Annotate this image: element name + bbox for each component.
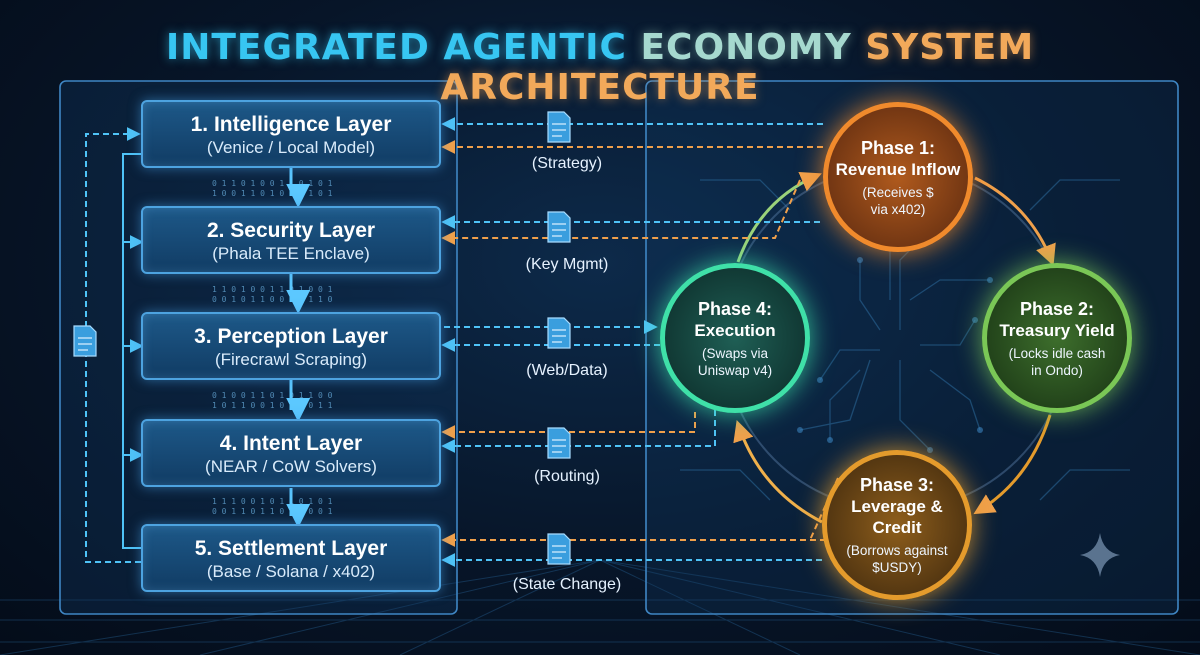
arrow-phase4-to-phase1 — [736, 172, 822, 263]
phase-name: Execution — [694, 320, 776, 340]
svg-text:0 1 1 0 1 0 0 1 1 0 1 0 1: 0 1 1 0 1 0 0 1 1 0 1 0 1 — [212, 179, 333, 188]
phase-title: Phase 4: — [697, 298, 773, 319]
perception-layer: 3. Perception Layer (Firecrawl Scraping) — [141, 312, 441, 380]
grid-floor — [0, 559, 1200, 655]
binary-stream: 0 1 1 0 1 0 0 1 1 0 1 0 1 1 0 0 1 1 0 1 … — [212, 179, 333, 516]
document-icon — [73, 111, 571, 565]
arrow-phase3-to-phase4 — [733, 420, 823, 524]
settlement-layer: 5. Settlement Layer (Base / Solana / x40… — [141, 524, 441, 592]
layer-sub: (NEAR / CoW Solvers) — [205, 457, 377, 476]
layer-sub: (Firecrawl Scraping) — [214, 350, 368, 369]
svg-text:0 1 0 0 1 1 0 1 0 1 1 0 0: 0 1 0 0 1 1 0 1 0 1 1 0 0 — [212, 391, 333, 400]
layer-name: 3. Perception Layer — [194, 325, 388, 348]
svg-text:1 0 1 1 0 0 1 0 1 0 0 1 1: 1 0 1 1 0 0 1 0 1 0 0 1 1 — [212, 401, 333, 410]
flow-routing-out — [441, 412, 696, 439]
phase-name: Treasury Yield — [999, 320, 1115, 340]
layer-sub: (Venice / Local Model) — [206, 138, 376, 157]
layer-name: 4. Intent Layer — [219, 432, 363, 455]
security-layer: 2. Security Layer (Phala TEE Enclave) — [141, 206, 441, 274]
layer-name: 2. Security Layer — [206, 219, 376, 242]
feedback-line-inner — [122, 153, 141, 549]
svg-text:0 0 1 1 0 1 1 0 0 1 0 0 1: 0 0 1 1 0 1 1 0 0 1 0 0 1 — [212, 507, 333, 516]
phase-desc: via x402) — [870, 201, 926, 217]
flow-label-key-mgmt: (Key Mgmt) — [525, 256, 609, 273]
phase-1-node: Phase 1: Revenue Inflow (Receives $ via … — [823, 102, 973, 252]
layer-name: 1. Intelligence Layer — [190, 113, 392, 136]
layer-sub: (Base / Solana / x402) — [206, 562, 376, 581]
intent-layer: 4. Intent Layer (NEAR / CoW Solvers) — [141, 419, 441, 487]
phase-desc: $USDY) — [872, 560, 922, 575]
layer-name: 5. Settlement Layer — [194, 537, 388, 560]
right-panel — [645, 80, 1179, 615]
svg-text:0 0 1 0 1 1 0 0 1 0 1 1 0: 0 0 1 0 1 1 0 0 1 0 1 1 0 — [212, 295, 333, 304]
svg-text:1 1 1 0 0 1 0 1 1 0 1 0 1: 1 1 1 0 0 1 0 1 1 0 1 0 1 — [212, 497, 333, 506]
flow-label-web-data: (Web/Data) — [526, 362, 608, 379]
phase-title: Phase 3: — [859, 475, 935, 495]
flow-label-strategy: (Strategy) — [531, 155, 603, 172]
phase-2-node: Phase 2: Treasury Yield (Locks idle cash… — [982, 263, 1132, 413]
title-part-2: ECONOMY — [640, 27, 852, 68]
svg-text:1 1 0 1 0 0 1 1 0 1 0 0 1: 1 1 0 1 0 0 1 1 0 1 0 0 1 — [212, 285, 333, 294]
phase-desc: in Ondo) — [1031, 362, 1083, 378]
layer-sub: (Phala TEE Enclave) — [212, 244, 370, 263]
intelligence-layer: 1. Intelligence Layer (Venice / Local Mo… — [141, 100, 441, 168]
title-part-1: INTEGRATED AGENTIC — [165, 27, 627, 68]
phase-title: Phase 1: — [860, 137, 936, 158]
phase-name: Revenue Inflow — [835, 159, 961, 179]
arrow-phase1-to-phase2 — [974, 176, 1056, 266]
phase-desc: (Swaps via — [701, 345, 769, 361]
phase-3-node: Phase 3: Leverage & Credit (Borrows agai… — [822, 450, 972, 600]
phase-name: Leverage & Credit — [851, 497, 943, 537]
phase-desc: (Borrows against — [846, 543, 948, 558]
phase-4-node: Phase 4: Execution (Swaps via Uniswap v4… — [660, 263, 810, 413]
phase-title: Phase 2: — [1019, 298, 1095, 319]
title-part-3: SYSTEM ARCHITECTURE — [440, 27, 1035, 108]
flow-label-state-change: (State Change) — [512, 576, 622, 593]
phase-desc: (Locks idle cash — [1008, 345, 1106, 361]
phase-desc: Uniswap v4) — [697, 362, 773, 378]
flow-routing-in — [441, 410, 716, 453]
flow-label-routing: (Routing) — [534, 468, 600, 485]
arrow-phase2-to-phase3 — [973, 414, 1052, 515]
svg-text:1 0 0 1 1 0 1 0 0 1 1 0 1: 1 0 0 1 1 0 1 0 0 1 1 0 1 — [212, 189, 333, 198]
phase-desc: (Receives $ — [862, 184, 934, 200]
sparkle-icon — [1080, 533, 1120, 577]
diagram-title: INTEGRATED AGENTIC ECONOMY SYSTEM ARCHIT… — [0, 28, 1200, 108]
